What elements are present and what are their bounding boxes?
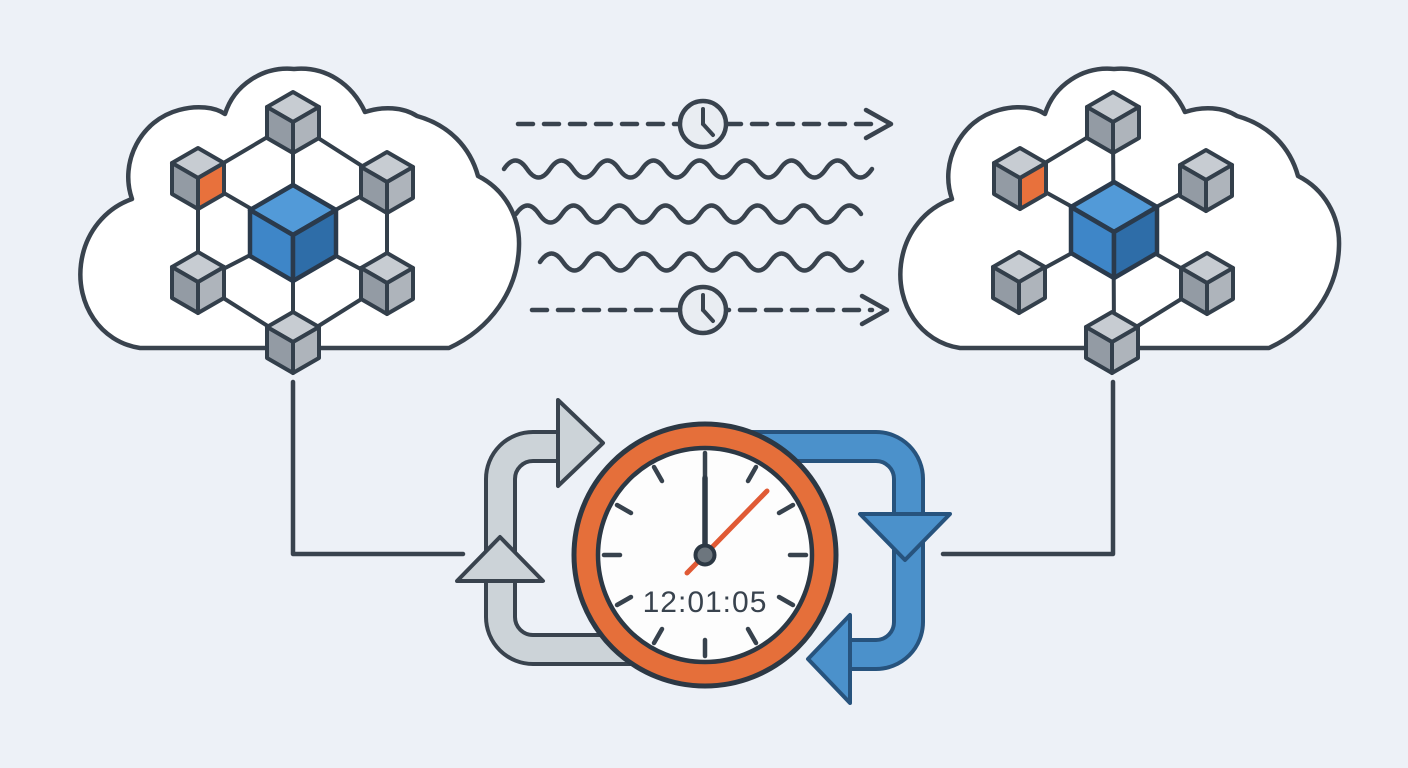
clock-center-dot [693, 543, 717, 567]
cloud-to-sync-connectors [290, 379, 1116, 557]
network-node-cube [1085, 90, 1141, 155]
network-node-cube [1179, 251, 1235, 316]
wave-line [501, 158, 875, 180]
clock-tick-marks [601, 450, 809, 659]
gray-arrowhead-up [455, 535, 545, 583]
network-node-cube [359, 251, 415, 316]
network-node-cube [1178, 148, 1234, 213]
transfer-channel [501, 101, 894, 333]
network-node-cube [1084, 310, 1140, 375]
digital-time-readout: 12:01:05 [643, 586, 768, 619]
network-node-cube [265, 310, 321, 375]
network-node-cube [359, 150, 415, 215]
blue-arrowhead-down [858, 512, 952, 562]
gray-arrowhead-right [556, 398, 605, 488]
wave-line [537, 251, 865, 273]
right-connector-line [940, 379, 1116, 557]
analog-clock-face-icon: 12:01:05 [571, 421, 839, 689]
network-node-cube [991, 250, 1047, 315]
left-connector-line [290, 379, 466, 557]
clock-icon [680, 287, 726, 333]
blue-arrowhead-left [806, 613, 852, 705]
wave-line [513, 203, 864, 225]
network-node-cube [170, 250, 226, 315]
dashed-arrow-right-icon [515, 107, 894, 141]
right-cloud-network [900, 69, 1339, 375]
network-node-cube [265, 90, 321, 155]
signal-wave-lines [501, 158, 875, 273]
network-node-cube-orange [992, 146, 1048, 211]
clock-icon [680, 101, 726, 147]
network-node-cube-orange [170, 146, 226, 211]
left-cloud-network [80, 69, 519, 375]
